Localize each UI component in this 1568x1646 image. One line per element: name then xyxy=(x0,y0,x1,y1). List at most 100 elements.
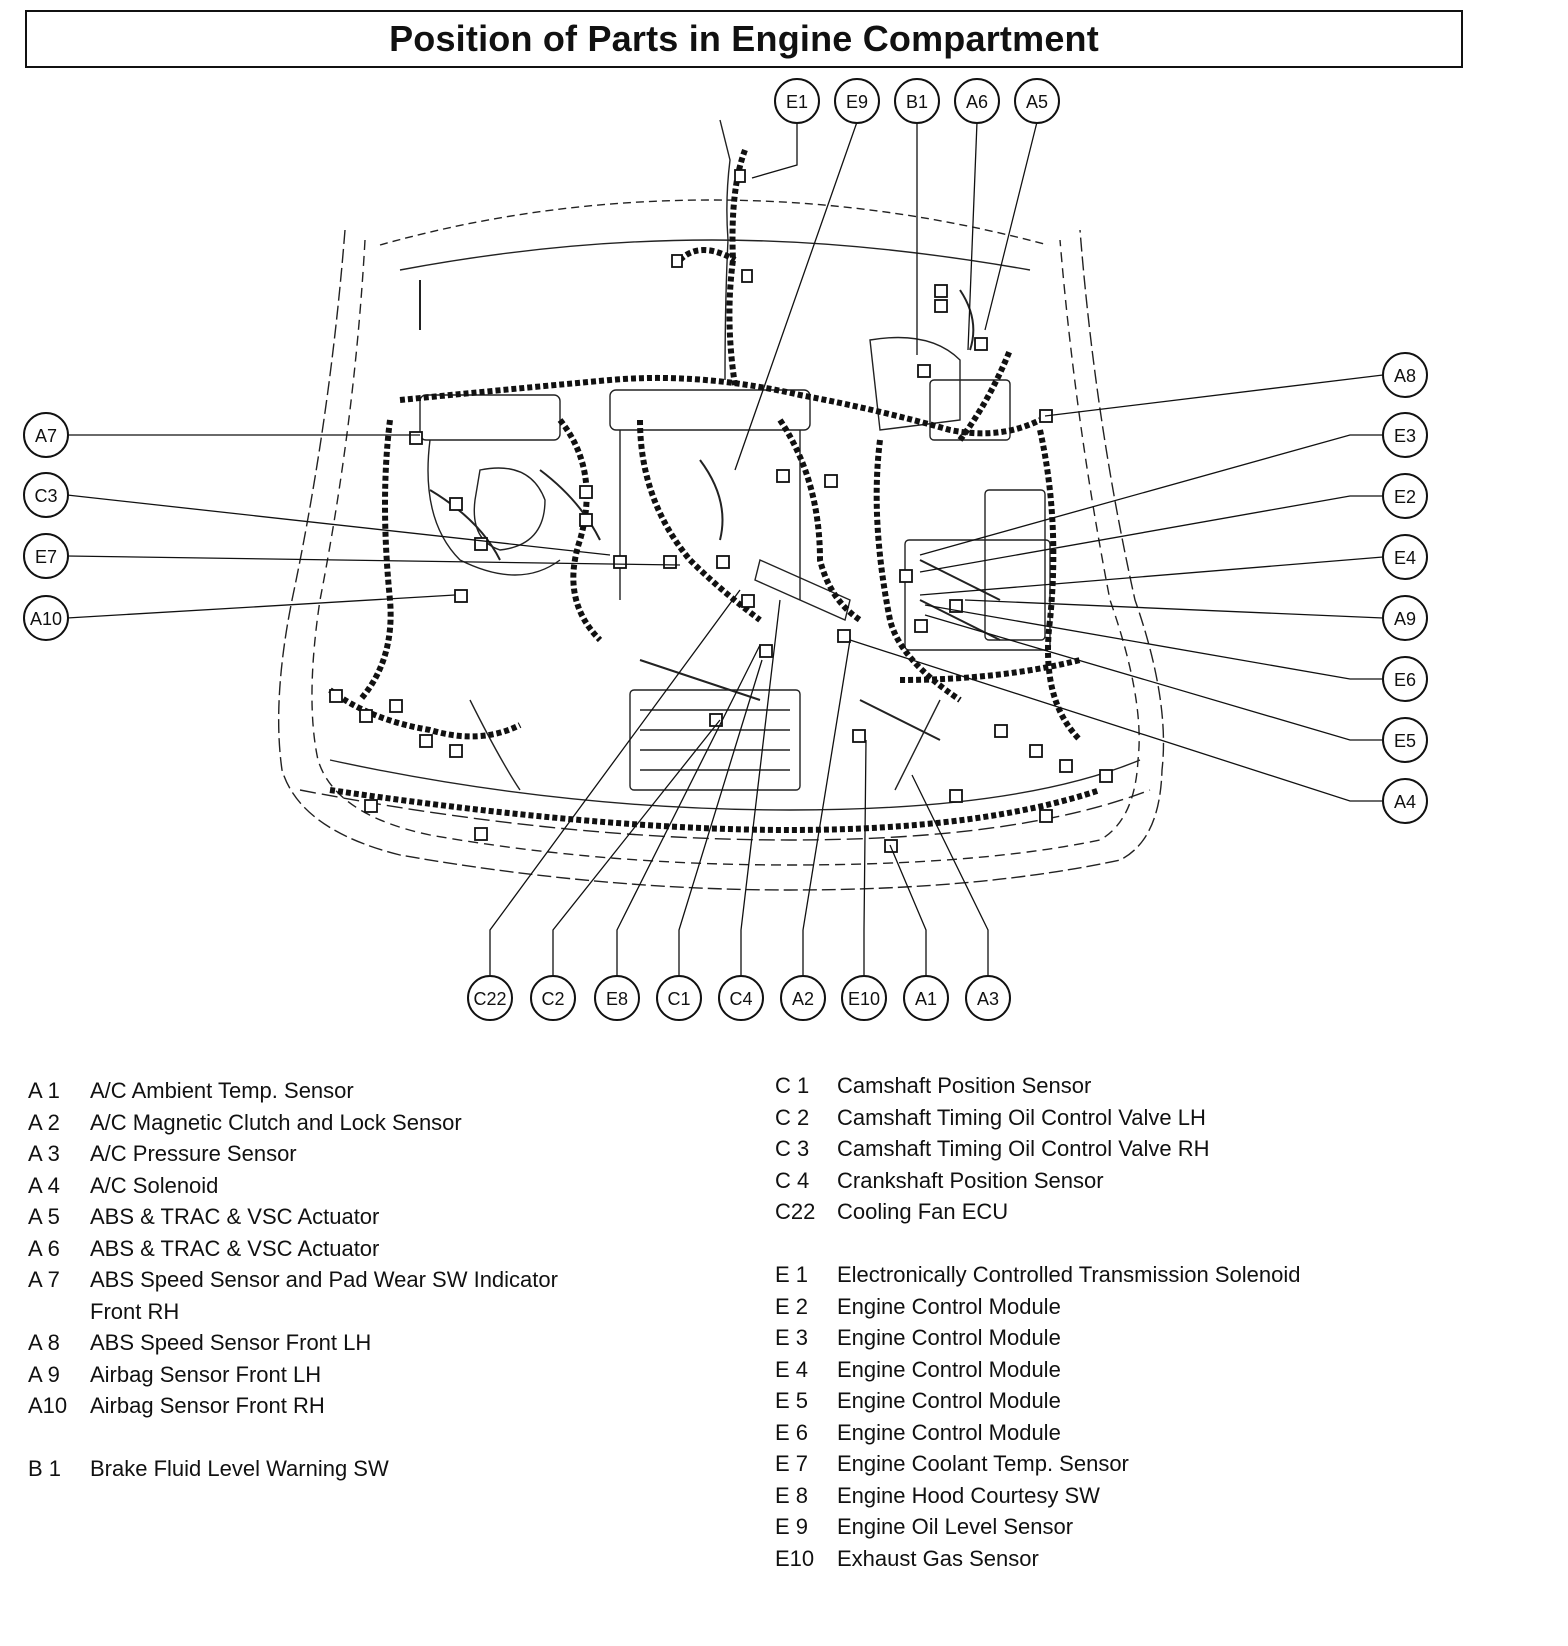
callout-circle xyxy=(718,975,764,1021)
legend-code: A 9 xyxy=(28,1361,60,1387)
legend-part-name: Airbag Sensor Front LH xyxy=(90,1361,322,1387)
callout-circle xyxy=(1382,352,1428,398)
callout-circle xyxy=(23,472,69,518)
callout-label-e8: E8 xyxy=(606,989,628,1009)
legend-row: C 3 Camshaft Timing Oil Control Valve RH xyxy=(775,1133,1535,1165)
legend-code: E 1 xyxy=(775,1262,809,1287)
callouts xyxy=(23,78,1428,1021)
callout-circle xyxy=(774,78,820,124)
callout-circle xyxy=(594,975,640,1021)
callout-label-a10: A10 xyxy=(30,609,62,629)
legend-code: E10 xyxy=(775,1545,815,1571)
callout-circle xyxy=(467,975,513,1021)
legend-code: A 8 xyxy=(28,1330,60,1355)
callout-label-e1: E1 xyxy=(786,92,808,112)
legend-part-name: Electronically Controlled Transmission S… xyxy=(837,1262,1301,1287)
wiring-harness xyxy=(328,148,1101,834)
legend-part-name: Brake Fluid Level Warning SW xyxy=(90,1456,389,1481)
callout-label-e9: E9 xyxy=(846,92,868,112)
callout-circle xyxy=(1382,412,1428,458)
callout-circle xyxy=(1382,595,1428,641)
callout-label-a9: A9 xyxy=(1394,609,1416,629)
legend-code: A 3 xyxy=(28,1141,60,1166)
legend-code: E 6 xyxy=(775,1419,809,1445)
callout-label-a2: A2 xyxy=(792,989,814,1009)
legend-code: A 4 xyxy=(28,1172,60,1198)
callout-label-e2: E2 xyxy=(1394,487,1416,507)
legend-row: E 1 Electronically Controlled Transmissio… xyxy=(775,1259,1535,1291)
legend-part-name: ABS & TRAC & VSC Actuator xyxy=(90,1204,380,1229)
legend-part-name: Engine Control Module xyxy=(837,1419,1061,1445)
callout-label-e3: E3 xyxy=(1394,426,1416,446)
leader-lines xyxy=(66,121,1384,977)
legend-part-name: Engine Hood Courtesy SW xyxy=(837,1482,1100,1508)
callout-circle xyxy=(1382,717,1428,763)
legend-row: E 5 Engine Control Module xyxy=(775,1385,1535,1417)
callout-circle xyxy=(1382,534,1428,580)
title-box: Position of Parts in Engine Compartment xyxy=(25,10,1463,68)
legend-code: C 1 xyxy=(775,1073,810,1098)
legend-part-name: Engine Control Module xyxy=(837,1388,1061,1413)
legend-part-name: Camshaft Timing Oil Control Valve RH xyxy=(837,1136,1210,1161)
legend-code: E 2 xyxy=(775,1293,809,1319)
callout-circle xyxy=(965,975,1011,1021)
legend-part-name: A/C Magnetic Clutch and Lock Sensor xyxy=(90,1109,462,1135)
legend-row: C22 Cooling Fan ECU xyxy=(775,1196,1535,1228)
legend-row: A 9 Airbag Sensor Front LH xyxy=(28,1359,748,1391)
callout-circle xyxy=(841,975,887,1021)
callout-circle xyxy=(954,78,1000,124)
callout-circle xyxy=(1382,473,1428,519)
callout-label-e4: E4 xyxy=(1394,548,1416,568)
callout-circle xyxy=(23,412,69,458)
callout-label-c3: C3 xyxy=(34,486,57,506)
callout-label-e5: E5 xyxy=(1394,731,1416,751)
callout-label-c22: C22 xyxy=(473,989,506,1009)
callout-label-b1: B1 xyxy=(906,92,928,112)
callout-labels: E1 E9 B1 A6 A5 A7 C3 E7 A10 A8 E3 E2 E4 … xyxy=(30,92,1416,1009)
legend-part-name: ABS Speed Sensor and Pad Wear SW Indicat… xyxy=(90,1267,558,1292)
legend-part-name-continued: Front RH xyxy=(90,1298,180,1324)
callout-circle xyxy=(23,533,69,579)
legend-code: C 3 xyxy=(775,1136,810,1161)
callout-circle xyxy=(1382,656,1428,702)
callout-label-a3: A3 xyxy=(977,989,999,1009)
callout-circle xyxy=(530,975,576,1021)
legend-gap xyxy=(775,1228,1535,1260)
legend-code: E 5 xyxy=(775,1388,809,1413)
callout-label-c1: C1 xyxy=(667,989,690,1009)
legend-part-name: Engine Control Module xyxy=(837,1293,1061,1319)
callout-circle xyxy=(1382,778,1428,824)
callout-label-c2: C2 xyxy=(541,989,564,1009)
callout-label-e6: E6 xyxy=(1394,670,1416,690)
engine-compartment-diagram: E1 E9 B1 A6 A5 A7 C3 E7 A10 A8 E3 E2 E4 … xyxy=(23,78,1428,1021)
callout-circle xyxy=(894,78,940,124)
callout-label-c4: C4 xyxy=(729,989,752,1009)
legend-code: E 7 xyxy=(775,1451,809,1476)
legend-part-name: A/C Solenoid xyxy=(90,1172,219,1198)
legend-part-name: Crankshaft Position Sensor xyxy=(837,1167,1104,1193)
callout-circle xyxy=(780,975,826,1021)
legend-part-name: ABS & TRAC & VSC Actuator xyxy=(90,1235,380,1261)
legend-gap xyxy=(28,1422,748,1454)
legend-part-name: A/C Ambient Temp. Sensor xyxy=(90,1078,354,1103)
callout-circle xyxy=(656,975,702,1021)
legend-part-name: Cooling Fan ECU xyxy=(837,1199,1009,1224)
callout-label-a7: A7 xyxy=(35,426,57,446)
legend-code: C22 xyxy=(775,1199,816,1224)
callout-label-a6: A6 xyxy=(966,92,988,112)
page-title: Position of Parts in Engine Compartment xyxy=(389,18,1099,59)
